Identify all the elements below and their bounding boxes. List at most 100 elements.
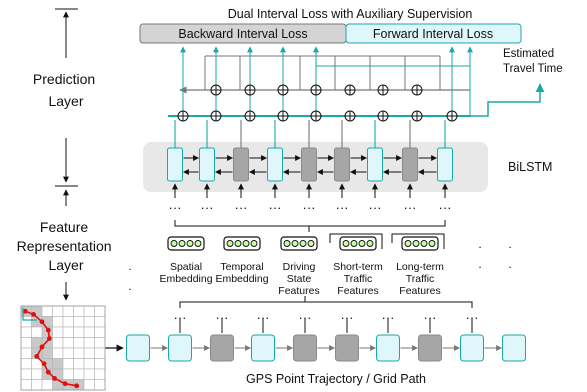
ellipsis: ··· (439, 200, 452, 215)
ellipsis: ··· (336, 200, 349, 215)
embedding-unit (186, 240, 194, 247)
grid-cell (62, 347, 74, 359)
bilstm-cell (367, 147, 383, 182)
ellipsis: ··· (303, 200, 316, 215)
gps-point (39, 344, 45, 350)
ellipsis: ··· (369, 200, 382, 215)
ellipsis: ··· (235, 200, 248, 215)
grid-cell (73, 326, 85, 338)
bilstm-cell (267, 147, 283, 182)
embedding-unit (428, 240, 436, 247)
bilstm-cell (199, 147, 215, 182)
grid-cell (62, 305, 74, 317)
trajectory-cell (126, 334, 150, 362)
bilstm-cell (233, 147, 249, 182)
embedding-unit (242, 240, 250, 247)
spatial-embedding-block (167, 236, 205, 251)
bilstm-cell (301, 147, 317, 182)
grid-cell (83, 326, 95, 338)
embedding-unit (350, 240, 358, 247)
gps-point (41, 361, 47, 367)
grid-cell (41, 305, 53, 317)
grid-cell (52, 347, 64, 359)
driving-embedding-block (280, 236, 318, 251)
short-term-bracket (329, 233, 383, 249)
grid-cell (73, 358, 85, 370)
embedding-unit (358, 240, 366, 247)
grid-cell (52, 358, 64, 370)
forward-loss-box (345, 23, 522, 44)
embedding-unit (178, 240, 186, 247)
embedding-unit (366, 240, 374, 247)
input-bracket (174, 220, 446, 227)
ellipsis: ··· (341, 310, 354, 325)
gps-point (22, 308, 28, 314)
grid-cell (94, 305, 106, 317)
embedding-unit (194, 240, 202, 247)
ellipsis: ··· (299, 310, 312, 325)
grid-cell (31, 379, 43, 391)
short-term-embedding-block (339, 236, 377, 251)
grid-cell (94, 379, 106, 391)
estimated-time-arrow (470, 83, 545, 117)
grid-cell (73, 316, 85, 328)
bilstm-cell (334, 147, 350, 182)
side-dot: . (508, 257, 511, 271)
grid-cell (62, 316, 74, 328)
ellipsis: ··· (216, 310, 229, 325)
ellipsis: ··· (169, 200, 182, 215)
gps-point (74, 383, 80, 389)
grid-path-map (20, 305, 106, 391)
feature-bracket (179, 301, 473, 308)
forward-loss-label: Forward Interval Loss (373, 27, 493, 41)
grid-cell (20, 326, 32, 338)
bilstm-cell (167, 147, 183, 182)
grid-cell (83, 358, 95, 370)
grid-cell (94, 326, 106, 338)
side-dot: . (128, 279, 131, 293)
ellipsis: ··· (269, 200, 282, 215)
embedding-unit (226, 240, 234, 247)
gps-point (46, 336, 52, 341)
grid-cell (31, 368, 43, 380)
gps-point (45, 327, 51, 333)
embedding-unit (234, 240, 242, 247)
grid-cell (20, 368, 32, 380)
gps-point (45, 369, 51, 375)
side-dot: . (128, 259, 131, 273)
grid-cell (83, 337, 95, 349)
embedding-unit (412, 240, 420, 247)
grid-cell (94, 316, 106, 328)
grid-cell (52, 305, 64, 317)
embedding-unit (299, 240, 307, 247)
backward-loss-label: Backward Interval Loss (178, 27, 307, 41)
grid-cell (83, 347, 95, 359)
diagram-title: Dual Interval Loss with Auxiliary Superv… (228, 7, 473, 21)
grid-border (20, 305, 106, 391)
gps-point (62, 381, 68, 387)
embedding-unit (291, 240, 299, 247)
grid-cell (62, 337, 74, 349)
embedding-unit (250, 240, 258, 247)
grid-cell (20, 347, 32, 359)
grid-cell (73, 337, 85, 349)
side-dot: . (478, 237, 481, 251)
grid-cell (41, 347, 53, 359)
trajectory-cell (251, 334, 275, 362)
grid-cell (94, 347, 106, 359)
ellipsis: ··· (466, 310, 479, 325)
gps-point (39, 319, 45, 325)
grid-cell (73, 305, 85, 317)
embedding-unit (170, 240, 178, 247)
grid-cell (83, 379, 95, 391)
prediction-connections (168, 46, 545, 148)
long-term-embedding-block (401, 236, 439, 251)
side-dot: . (508, 237, 511, 251)
prediction-layer-label: Prediction Layer (33, 71, 99, 109)
trajectory-cell (460, 334, 484, 362)
ellipsis: ··· (174, 310, 187, 325)
grid-cell (41, 379, 53, 391)
